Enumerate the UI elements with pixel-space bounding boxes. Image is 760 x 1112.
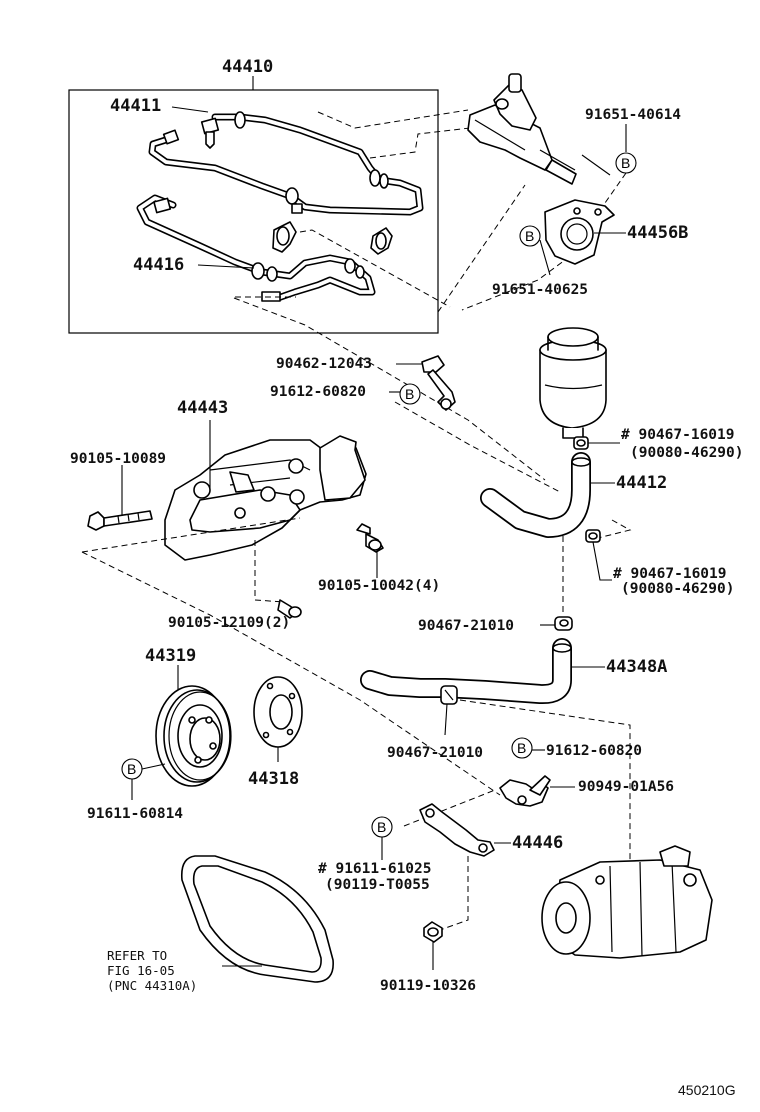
b-marker-1: B — [615, 152, 637, 174]
hose-44348A — [360, 638, 572, 705]
bracket-44446 — [419, 803, 495, 857]
label-90105-10089: 90105-10089 — [70, 451, 166, 467]
label-90467-16019-bottom: # 90467-16019 — [613, 566, 727, 582]
label-44318: 44318 — [248, 769, 299, 789]
hose-clamp-90467-16019-top — [573, 436, 589, 450]
bolt-90105-10042 — [356, 523, 384, 553]
bolt-90105-12109 — [277, 599, 302, 619]
svg-text:B: B — [525, 228, 534, 244]
reservoir-tank — [539, 327, 607, 439]
svg-text:B: B — [127, 761, 136, 777]
label-90467-21010-top: 90467-21010 — [418, 618, 514, 634]
label-91651-40625: 91651-40625 — [492, 282, 588, 298]
pressure-tube-44411 — [148, 111, 424, 216]
label-90080-46290-top: (90080-46290) — [630, 445, 744, 461]
label-90467-16019-top: # 90467-16019 — [621, 427, 735, 443]
label-44319: 44319 — [145, 646, 196, 666]
label-44456B: 44456B — [627, 223, 688, 243]
label-91611-61025: # 91611-61025 — [318, 861, 432, 877]
hose-44412 — [480, 452, 591, 538]
label-91612-60820-bottom: 91612-60820 — [546, 743, 642, 759]
plate-44318 — [253, 676, 303, 748]
b-marker-4: B — [511, 737, 533, 759]
bolt-90105-10089 — [87, 510, 153, 531]
clip-90949-01A56 — [499, 775, 551, 807]
label-44446: 44446 — [512, 833, 563, 853]
drive-belt — [180, 855, 334, 983]
label-91651-40614: 91651-40614 — [585, 107, 681, 123]
b-marker-6: B — [371, 816, 393, 838]
svg-text:B: B — [405, 386, 414, 402]
label-44443: 44443 — [177, 398, 228, 418]
label-90467-21010-bottom: 90467-21010 — [387, 745, 483, 761]
return-tube-44416 — [136, 194, 376, 302]
label-44416: 44416 — [133, 255, 184, 275]
b-marker-2: B — [519, 225, 541, 247]
tube-fittings — [272, 221, 393, 255]
b-marker-3: B — [399, 383, 421, 405]
clamp-90462-12043 — [421, 355, 456, 411]
pump-bracket-44443 — [164, 435, 367, 561]
b-marker-5: B — [121, 758, 143, 780]
label-44412: 44412 — [616, 473, 667, 493]
refer-to-line2: FIG 16-05 — [107, 963, 175, 978]
refer-to-line3: (PNC 44310A) — [107, 978, 197, 993]
label-44410: 44410 — [222, 57, 273, 77]
label-90119-T0055: (90119-T0055 — [325, 877, 430, 893]
label-90105-10042: 90105-10042(4) — [318, 578, 440, 594]
label-90119-10326: 90119-10326 — [380, 978, 476, 994]
svg-text:B: B — [517, 740, 526, 756]
label-90105-12109: 90105-12109(2) — [168, 615, 290, 631]
label-91612-60820-top: 91612-60820 — [270, 384, 366, 400]
pulley-44319 — [155, 685, 232, 787]
figure-code: 450210G — [678, 1082, 736, 1098]
refer-to-line1: REFER TO — [107, 948, 167, 963]
svg-text:B: B — [377, 819, 386, 835]
label-90949-01A56: 90949-01A56 — [578, 779, 674, 795]
label-44411: 44411 — [110, 96, 161, 116]
steering-gear-housing — [467, 73, 577, 185]
label-44348A: 44348A — [606, 657, 667, 677]
label-91611-60814: 91611-60814 — [87, 806, 183, 822]
bracket-44456B — [544, 199, 615, 265]
compressor-pump — [541, 845, 713, 959]
clip-90467-21010-bottom — [440, 685, 458, 705]
hose-clamp-90467-16019-bottom — [585, 529, 601, 543]
label-90080-46290-bottom: (90080-46290) — [621, 581, 735, 597]
clip-90467-21010-top — [554, 616, 573, 631]
svg-text:B: B — [621, 155, 630, 171]
label-90462-12043: 90462-12043 — [276, 356, 372, 372]
bolt-90119-10326 — [423, 921, 443, 943]
